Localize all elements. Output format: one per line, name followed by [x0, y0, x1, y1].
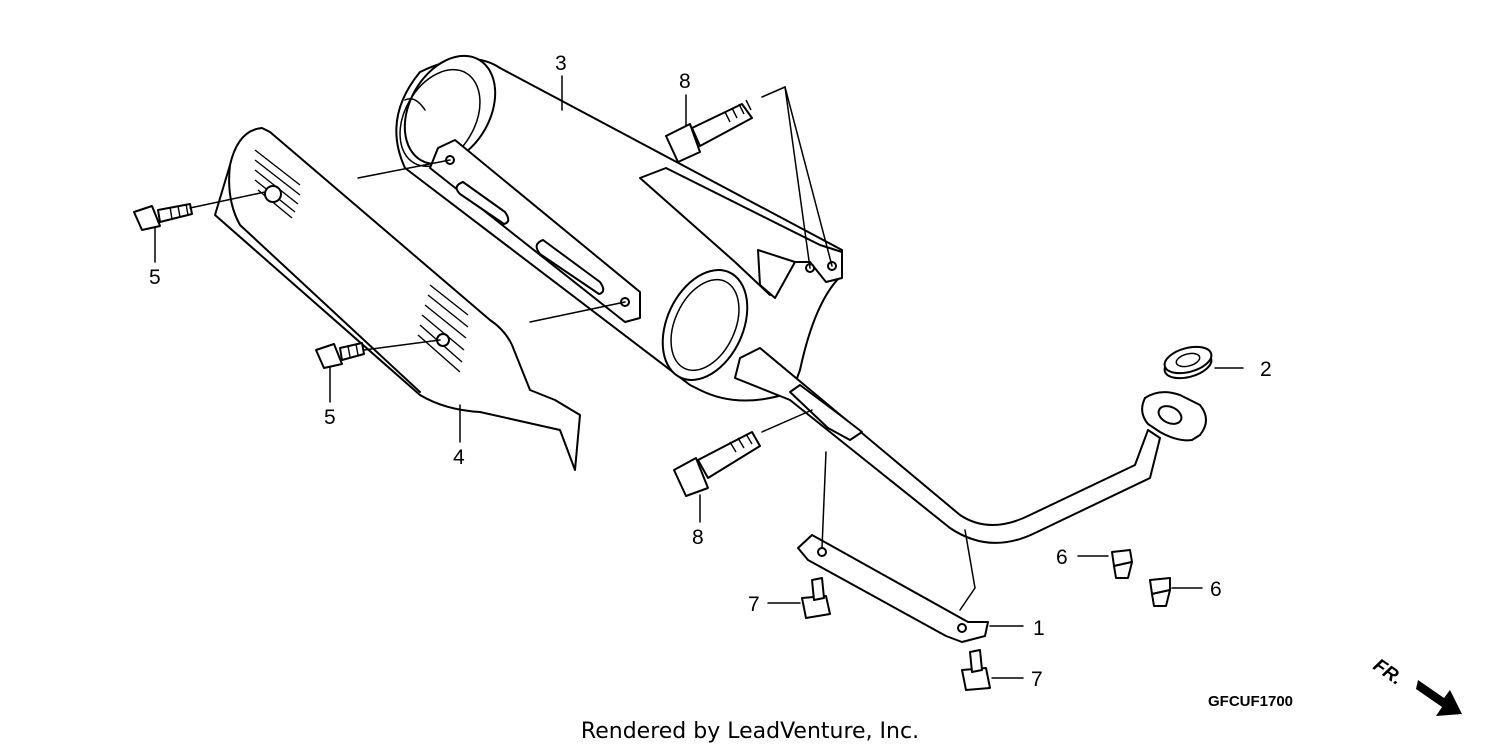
callout-6-upper: 6 [1056, 546, 1068, 569]
diagram-code: GFCUF1700 [1208, 693, 1293, 710]
callout-5-lower: 5 [324, 406, 336, 429]
bolt-upper-5 [133, 203, 193, 231]
callout-1: 1 [1033, 617, 1045, 640]
exhaust-gasket [1163, 345, 1213, 380]
bolt-bottom-7 [961, 649, 991, 691]
callout-7-left: 7 [748, 593, 760, 616]
nut-upper-6 [1111, 549, 1133, 579]
heat-protector [214, 127, 581, 471]
arrow-right-icon [1416, 680, 1462, 716]
credit-text: Rendered by LeadVenture, Inc. [581, 719, 919, 744]
bolt-lower-8 [673, 431, 761, 497]
callout-4: 4 [453, 446, 465, 469]
bolt-lower-5 [315, 342, 365, 369]
front-direction-indicator: FR. [1369, 655, 1462, 716]
callout-6-lower: 6 [1210, 578, 1222, 601]
callout-5-upper: 5 [149, 266, 161, 289]
exhaust-pipe [734, 347, 1207, 544]
callout-7-bottom: 7 [1031, 668, 1043, 691]
vent-grill-lower [417, 284, 469, 373]
leader-lines [154, 75, 1244, 679]
nut-lower-6 [1149, 577, 1171, 607]
muffler-stay [797, 534, 989, 643]
direction-label: FR. [1369, 655, 1406, 690]
callout-8-lower: 8 [692, 526, 704, 549]
callout-3: 3 [555, 52, 567, 75]
callout-labels: 1 2 3 4 5 5 6 6 7 7 8 8 [149, 52, 1272, 691]
callout-2: 2 [1260, 358, 1272, 381]
bolt-left-7 [801, 577, 831, 619]
bolt-upper-8 [665, 99, 753, 163]
muffler-body [395, 54, 843, 402]
callout-8-upper: 8 [679, 70, 691, 93]
